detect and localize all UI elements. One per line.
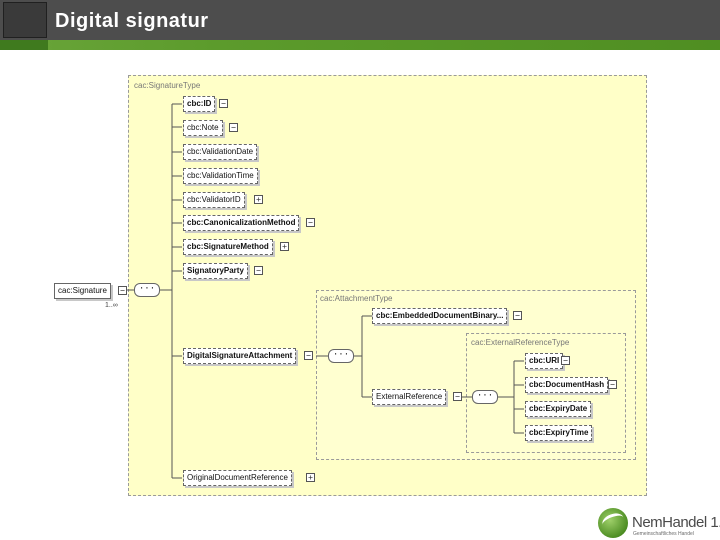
sequence-compositor: ··· [134,283,160,297]
node-cbc-note: cbc:Note [183,120,223,136]
slide-title: Digital signatur [55,10,209,32]
node-cbc-embedded-document-binary-badge[interactable]: − [513,311,522,320]
nemhandel-logo-icon [598,508,628,538]
header-stripe [0,40,720,50]
node-digital-signature-attachment-badge[interactable]: − [304,351,313,360]
node-cbc-expiry-date: cbc:ExpiryDate [525,401,592,417]
node-original-document-reference: OriginalDocumentReference [183,470,292,486]
header-square [3,2,47,38]
node-original-document-reference-badge[interactable]: + [306,473,315,482]
node-external-reference: ExternalReference [372,389,447,405]
node-cbc-embedded-document-binary: cbc:EmbeddedDocumentBinary... [372,308,508,324]
node-cbc-id-badge[interactable]: − [219,99,228,108]
attachment-sequence-compositor: ··· [328,349,354,363]
attachment-type-label: cac:AttachmentType [320,294,393,303]
logo-tagline: Gemeinschaftliches Handel [633,531,694,537]
node-cbc-signature-method: cbc:SignatureMethod [183,239,273,255]
node-cbc-validation-date: cbc:ValidationDate [183,144,258,160]
node-cbc-expiry-time: cbc:ExpiryTime [525,425,593,441]
node-signatory-party-badge[interactable]: − [254,266,263,275]
header-stripe-accent [0,40,48,50]
root-cardinality: 1..∞ [105,302,118,309]
node-cbc-validator-id-badge[interactable]: + [254,195,263,204]
node-cbc-document-hash-badge[interactable]: − [608,380,617,389]
node-cbc-document-hash: cbc:DocumentHash [525,377,609,393]
node-signatory-party: SignatoryParty [183,263,248,279]
node-cbc-note-badge[interactable]: − [229,123,238,132]
external-reference-type-label: cac:ExternalReferenceType [471,338,570,347]
signature-type-label: cac:SignatureType [134,81,201,90]
node-cbc-validation-time: cbc:ValidationTime [183,168,258,184]
node-cbc-signature-method-badge[interactable]: + [280,242,289,251]
node-cbc-uri-badge[interactable]: − [561,356,570,365]
node-external-reference-badge[interactable]: − [453,392,462,401]
node-cbc-uri: cbc:URI [525,353,564,369]
logo-brand-text: NemHandel 1.0 [632,514,720,531]
root-element-node: cac:Signature [54,283,111,299]
node-cbc-validator-id: cbc:ValidatorID [183,192,245,208]
node-cbc-canonicalization-method-badge[interactable]: − [306,218,315,227]
header-bar [0,0,720,40]
node-digital-signature-attachment: DigitalSignatureAttachment [183,348,297,364]
root-collapse-badge[interactable]: − [118,286,127,295]
node-cbc-id: cbc:ID [183,96,216,112]
external-reference-sequence-compositor: ··· [472,390,498,404]
node-cbc-canonicalization-method: cbc:CanonicalizationMethod [183,215,300,231]
